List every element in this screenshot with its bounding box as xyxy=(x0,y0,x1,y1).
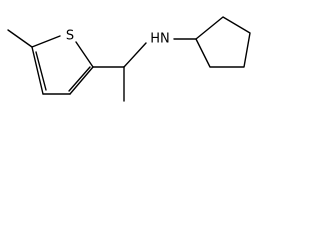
ring-bond-c4-c5 xyxy=(31,46,44,95)
molecule-drawing: S HN xyxy=(7,16,251,102)
amine-atom-label: HN xyxy=(150,32,170,47)
methyl-bond xyxy=(7,29,33,48)
cyclopentyl-ring-bonds xyxy=(195,16,251,68)
ring-bond-c5-s xyxy=(31,35,61,48)
methine-to-nh-bond xyxy=(123,42,147,68)
ring-bond-c2-c3 xyxy=(69,66,94,95)
ring-bond-s-c2 xyxy=(75,41,94,68)
thiophene-ring xyxy=(31,35,94,95)
side-chain xyxy=(92,42,147,102)
cyclopentane-ring xyxy=(173,16,251,68)
ring-double-bond-c2-c3 xyxy=(68,66,91,92)
sulfur-atom-label: S xyxy=(66,29,74,44)
chemical-structure-diagram: S HN xyxy=(0,0,262,109)
methyl-to-ring-bond xyxy=(7,29,33,48)
ring-double-bond-c4-c5 xyxy=(35,51,47,91)
